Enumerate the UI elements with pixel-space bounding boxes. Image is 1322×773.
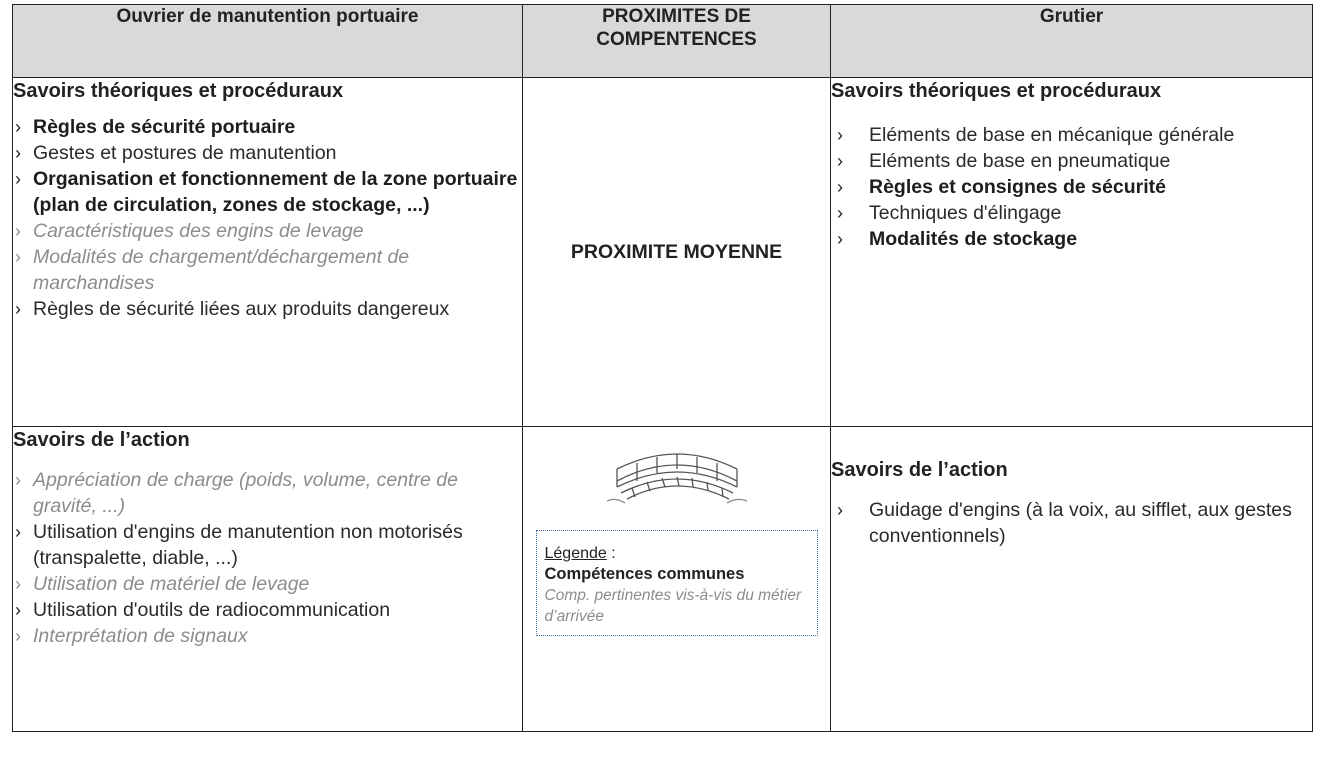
skill-item: › Utilisation de matériel de levage xyxy=(13,571,522,597)
legend-common-skills: Compétences communes xyxy=(544,565,745,583)
origin-theoretical-cell: Savoirs théoriques et procéduraux › Règle… xyxy=(12,77,523,427)
chevron-right-icon: › xyxy=(15,626,21,646)
skill-item: › Utilisation d'outils de radiocommunicat… xyxy=(13,597,522,623)
chevron-right-icon: › xyxy=(15,299,21,319)
chevron-right-icon: › xyxy=(15,247,21,267)
target-theoretical-cell: Savoirs théoriques et procéduraux › Eléme… xyxy=(830,77,1313,427)
skill-list: › Règles de sécurité portuaire › Gestes et … xyxy=(13,114,522,322)
bridge-icon xyxy=(606,453,747,504)
skill-text: Caractéristiques des engins de levage xyxy=(33,220,364,242)
skill-text: Utilisation d'outils de radiocommunicati… xyxy=(33,599,391,621)
skill-text: Gestes et postures de manutention xyxy=(33,142,337,164)
legend-box: Légende : Compétences communes Comp. per… xyxy=(535,530,818,636)
chevron-right-icon: › xyxy=(837,177,843,197)
skill-text: Utilisation de matériel de levage xyxy=(33,573,310,595)
header-origin-job: Ouvrier de manutention portuaire xyxy=(12,4,523,78)
header-proximity: PROXIMITES DE COMPENTENCES xyxy=(522,4,831,78)
chevron-right-icon: › xyxy=(15,470,21,490)
proximity-level-cell: PROXIMITE MOYENNE xyxy=(522,77,831,427)
proximity-level: PROXIMITE MOYENNE xyxy=(570,240,783,263)
legend-relevant-skills: Comp. pertinentes vis-à-vis du métier d’… xyxy=(544,587,802,625)
section-title: Savoirs de l’action xyxy=(13,429,190,451)
skill-item: › Eléments de base en mécanique générale xyxy=(831,122,1312,148)
chevron-right-icon: › xyxy=(15,522,21,542)
chevron-right-icon: › xyxy=(15,169,21,189)
row-theoretical-knowledge: Savoirs théoriques et procéduraux › Règle… xyxy=(12,77,1313,427)
skill-text: Eléments de base en mécanique générale xyxy=(869,124,1235,146)
skill-text: Appréciation de charge (poids, volume, c… xyxy=(33,469,458,517)
skill-text: Techniques d'élingage xyxy=(869,202,1062,224)
chevron-right-icon: › xyxy=(837,229,843,249)
chevron-right-icon: › xyxy=(15,221,21,241)
skill-item: › Appréciation de charge (poids, volume, … xyxy=(13,467,522,519)
legend-colon: : xyxy=(606,545,616,562)
skill-item: › Guidage d'engins (à la voix, au sifflet… xyxy=(831,497,1312,549)
skill-text: Guidage d'engins (à la voix, au sifflet,… xyxy=(869,499,1292,547)
skill-item: › Utilisation d'engins de manutention non… xyxy=(13,519,522,571)
skill-item: › Gestes et postures de manutention xyxy=(13,140,522,166)
skill-text: Eléments de base en pneumatique xyxy=(869,150,1171,172)
skill-list: › Guidage d'engins (à la voix, au sifflet… xyxy=(831,497,1312,549)
skill-text: Interprétation de signaux xyxy=(33,625,248,647)
chevron-right-icon: › xyxy=(837,203,843,223)
origin-action-cell: Savoirs de l’action › Appréciation de cha… xyxy=(12,426,523,732)
skill-item: › Modalités de chargement/déchargement de… xyxy=(13,244,522,296)
header-target-job: Grutier xyxy=(830,4,1313,78)
skill-list: ›Eléments de base en mécanique générale›… xyxy=(831,122,1312,252)
section-title: Savoirs théoriques et procéduraux xyxy=(13,80,344,102)
skill-text: Utilisation d'engins de manutention non … xyxy=(33,521,463,569)
skill-item: › Eléments de base en pneumatique xyxy=(831,148,1312,174)
chevron-right-icon: › xyxy=(15,117,21,137)
skill-text: Organisation et fonctionnement de la zon… xyxy=(33,168,518,216)
header-proximity-label: PROXIMITES DE COMPENTENCES xyxy=(596,6,757,50)
chevron-right-icon: › xyxy=(15,143,21,163)
skill-item: › Modalités de stockage xyxy=(831,226,1312,252)
skill-text: Règles de sécurité liées aux produits da… xyxy=(33,298,450,320)
section-title: Savoirs théoriques et procéduraux xyxy=(831,80,1162,102)
chevron-right-icon: › xyxy=(15,600,21,620)
legend-cell: Légende : Compétences communes Comp. per… xyxy=(522,426,831,732)
legend-title: Légende : xyxy=(545,543,809,564)
chevron-right-icon: › xyxy=(15,574,21,594)
section-title: Savoirs de l’action xyxy=(831,459,1008,481)
row-action-knowledge: Savoirs de l’action › Appréciation de cha… xyxy=(12,426,1313,732)
skill-text: Règles de sécurité portuaire xyxy=(33,116,296,138)
legend-label: Légende xyxy=(544,545,607,562)
skills-comparison-table: Ouvrier de manutention portuaire PROXIMI… xyxy=(12,4,1313,732)
skill-text: Règles et consignes de sécurité xyxy=(869,176,1166,198)
skill-item: › Règles de sécurité liées aux produits d… xyxy=(13,296,522,322)
header-row: Ouvrier de manutention portuaire PROXIMI… xyxy=(12,4,1313,78)
skill-text: Modalités de stockage xyxy=(869,228,1078,250)
skill-item: › Organisation et fonctionnement de la zo… xyxy=(13,166,522,218)
chevron-right-icon: › xyxy=(837,125,843,145)
target-action-cell: Savoirs de l’action › Guidage d'engins (à… xyxy=(830,426,1313,732)
skill-item: › Règles de sécurité portuaire xyxy=(13,114,522,140)
skill-item: › Caractéristiques des engins de levage xyxy=(13,218,522,244)
skill-item: › Interprétation de signaux xyxy=(13,623,522,649)
skill-item: › Règles et consignes de sécurité xyxy=(831,174,1312,200)
chevron-right-icon: › xyxy=(837,151,843,171)
bridge-illustration xyxy=(523,427,830,516)
skill-item: › Techniques d'élingage xyxy=(831,200,1312,226)
chevron-right-icon: › xyxy=(837,500,843,520)
skill-text: Modalités de chargement/déchargement de … xyxy=(33,246,410,294)
skill-list: › Appréciation de charge (poids, volume, … xyxy=(13,467,522,649)
